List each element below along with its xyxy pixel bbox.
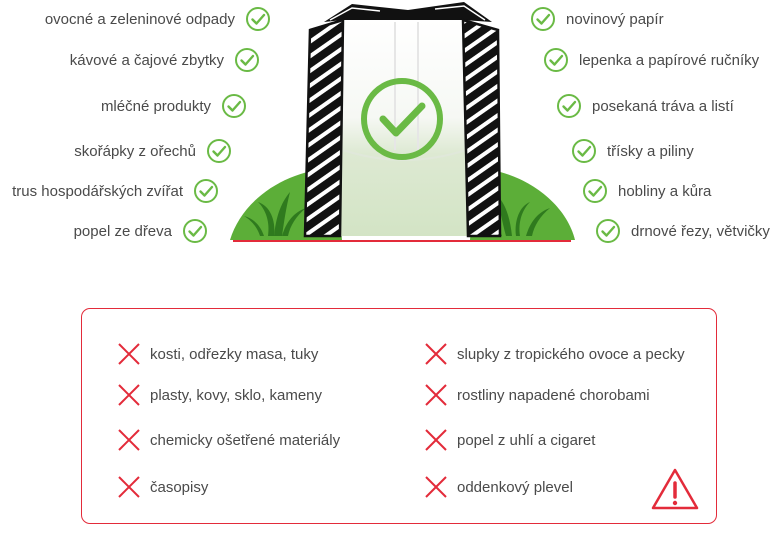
forbidden-item-label: časopisy: [150, 478, 209, 496]
cross-icon: [116, 382, 142, 408]
forbidden-item: slupky z tropického ovoce a pecky: [423, 341, 685, 367]
check-circle-icon: [556, 93, 582, 119]
cross-icon: [423, 474, 449, 500]
allowed-item-label: hobliny a kůra: [618, 182, 712, 200]
cross-icon: [423, 427, 449, 453]
check-circle-icon: [543, 47, 569, 73]
allowed-item-label: kávové a čajové zbytky: [69, 51, 224, 69]
cross-icon: [423, 341, 449, 367]
forbidden-item-label: plasty, kovy, sklo, kameny: [150, 386, 323, 404]
forbidden-item-label: popel z uhlí a cigaret: [457, 431, 596, 449]
check-circle-icon: [221, 93, 247, 119]
allowed-item: třísky a piliny: [571, 138, 694, 164]
allowed-item: novinový papír: [530, 6, 664, 32]
check-circle-icon: [582, 178, 608, 204]
allowed-item: mléčné produkty: [101, 93, 247, 119]
allowed-item-label: třísky a piliny: [607, 142, 694, 160]
allowed-item-label: ovocné a zeleninové odpady: [44, 10, 235, 28]
allowed-item: popel ze dřeva: [74, 218, 208, 244]
cross-icon: [423, 382, 449, 408]
forbidden-item-label: rostliny napadené chorobami: [457, 386, 650, 404]
right-slat-panel: [463, 20, 500, 236]
forbidden-item-label: oddenkový plevel: [457, 478, 573, 496]
allowed-item-label: popel ze dřeva: [73, 222, 172, 240]
forbidden-item: chemicky ošetřené materiály: [116, 427, 340, 453]
allowed-item-label: mléčné produkty: [100, 97, 211, 115]
check-circle-icon: [530, 6, 556, 32]
composter-bin-illustration: [230, 2, 575, 242]
allowed-item: kávové a čajové zbytky: [70, 47, 260, 73]
allowed-item: posekaná tráva a listí: [556, 93, 734, 119]
allowed-item: trus hospodářských zvířat: [12, 178, 219, 204]
forbidden-item-label: kosti, odřezky masa, tuky: [150, 345, 319, 363]
bin-lid: [324, 2, 492, 22]
check-circle-icon: [206, 138, 232, 164]
allowed-item: lepenka a papírové ručníky: [543, 47, 759, 73]
forbidden-item: kosti, odřezky masa, tuky: [116, 341, 318, 367]
check-circle-icon: [182, 218, 208, 244]
forbidden-item: oddenkový plevel: [423, 474, 573, 500]
forbidden-item: rostliny napadené chorobami: [423, 382, 650, 408]
check-circle-icon: [571, 138, 597, 164]
cross-icon: [116, 427, 142, 453]
allowed-item-label: lepenka a papírové ručníky: [579, 51, 760, 69]
forbidden-item: časopisy: [116, 474, 208, 500]
forbidden-item-label: slupky z tropického ovoce a pecky: [457, 345, 685, 363]
allowed-item-label: posekaná tráva a listí: [592, 97, 734, 115]
left-grass: [244, 192, 306, 236]
forbidden-item: popel z uhlí a cigaret: [423, 427, 595, 453]
big-check-icon: [361, 78, 443, 160]
check-circle-icon: [245, 6, 271, 32]
left-slat-panel: [305, 20, 343, 236]
check-circle-icon: [595, 218, 621, 244]
allowed-item-label: novinový papír: [566, 10, 664, 28]
allowed-item: ovocné a zeleninové odpady: [45, 6, 271, 32]
cross-icon: [116, 474, 142, 500]
warning-triangle-icon: [651, 468, 699, 510]
forbidden-item-label: chemicky ošetřené materiály: [150, 431, 341, 449]
allowed-item: hobliny a kůra: [582, 178, 711, 204]
allowed-item-label: trus hospodářských zvířat: [12, 182, 183, 200]
forbidden-items-box: kosti, odřezky masa, tuky plasty, kovy, …: [81, 308, 717, 524]
allowed-item-label: drnové řezy, větvičky: [631, 222, 770, 240]
allowed-item: drnové řezy, větvičky: [595, 218, 770, 244]
cross-icon: [116, 341, 142, 367]
forbidden-item: plasty, kovy, sklo, kameny: [116, 382, 322, 408]
check-circle-icon: [193, 178, 219, 204]
allowed-item: skořápky z ořechů: [74, 138, 232, 164]
check-circle-icon: [234, 47, 260, 73]
allowed-item-label: skořápky z ořechů: [74, 142, 196, 160]
